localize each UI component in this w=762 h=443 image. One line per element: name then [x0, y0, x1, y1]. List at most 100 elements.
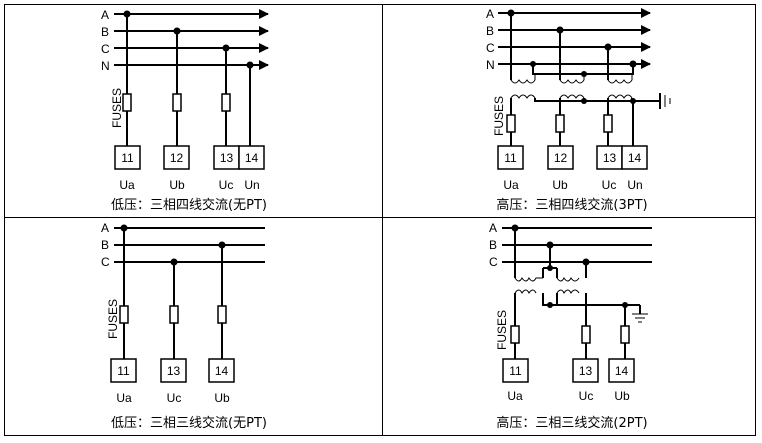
line-label-c: C — [101, 42, 110, 56]
panel-caption: 高压：三相三线交流(2PT) — [496, 415, 647, 431]
terminal-number: 12 — [554, 151, 568, 165]
terminal-box — [114, 145, 141, 170]
terminal-box — [208, 358, 235, 383]
fuse — [603, 114, 613, 133]
line-label-b: B — [486, 24, 494, 38]
pt-coil-primary — [559, 79, 585, 84]
terminal-box — [110, 358, 137, 383]
pt-coil-primary — [556, 277, 580, 282]
pt-coil-primary — [607, 79, 633, 84]
line-label-a: A — [101, 221, 109, 235]
output-label: Uc — [579, 389, 594, 403]
terminal-number: 14 — [215, 364, 229, 378]
fuse — [172, 93, 182, 112]
terminal-number: 13 — [603, 151, 617, 165]
secondary-common-wire — [534, 98, 660, 102]
fuse — [581, 325, 591, 344]
terminal-number: 13 — [167, 364, 181, 378]
pt-coil-secondary — [556, 289, 580, 294]
terminal-number: 14 — [628, 151, 642, 165]
pt-coil-primary — [514, 277, 543, 282]
pt-coil-secondary — [514, 289, 537, 294]
panel-caption: 高压：三相四线交流(3PT) — [496, 197, 647, 213]
pt-coil-primary — [510, 79, 536, 84]
output-label: Uc — [219, 178, 234, 192]
pt-coil-secondary — [510, 94, 536, 99]
terminal-number: 14 — [245, 151, 259, 165]
panel-low-voltage-3wire: A B C FUSES 11 13 14 Ua Uc Ub — [101, 221, 267, 431]
ground-icon — [625, 304, 648, 323]
output-label: Un — [627, 178, 642, 192]
terminal-box — [502, 358, 529, 383]
terminal-number: 12 — [170, 151, 184, 165]
line-label-b: B — [101, 25, 109, 39]
terminal-number: 13 — [220, 151, 234, 165]
line-label-c: C — [489, 255, 498, 269]
output-label: Ub — [614, 389, 630, 403]
ground-icon — [659, 93, 671, 109]
output-label: Ub — [169, 178, 185, 192]
junction-dot — [547, 265, 553, 271]
diagram-grid — [4, 4, 756, 436]
terminal-number: 11 — [121, 151, 134, 165]
output-label: Ub — [214, 391, 230, 405]
fuse — [506, 114, 516, 133]
fuse — [620, 325, 630, 344]
terminal-box — [608, 358, 635, 383]
terminal-box — [238, 145, 265, 170]
fuses-label: FUSES — [106, 299, 120, 339]
output-label: Uc — [167, 391, 182, 405]
terminal-box — [163, 145, 190, 170]
output-label: Un — [244, 178, 259, 192]
line-label-a: A — [489, 221, 497, 235]
line-label-n: N — [101, 59, 110, 73]
line-label-c: C — [486, 41, 495, 55]
fuses-label: FUSES — [110, 88, 124, 128]
terminal-number: 11 — [117, 364, 130, 378]
panel-high-voltage-3wire-2pt: A B C — [489, 221, 652, 431]
fuse — [119, 305, 129, 324]
panel-high-voltage-4wire-3pt: A B C N — [486, 7, 671, 213]
output-label: Ua — [503, 178, 519, 192]
line-label-b: B — [489, 238, 497, 252]
terminal-number: 11 — [504, 151, 517, 165]
terminal-number: 13 — [579, 364, 593, 378]
terminal-box — [497, 145, 524, 170]
pt-coil-secondary — [607, 94, 633, 99]
line-label-b: B — [101, 238, 109, 252]
terminal-box — [572, 358, 599, 383]
junction-dot — [547, 302, 553, 308]
output-label: Uc — [602, 178, 617, 192]
fuse — [221, 93, 231, 112]
line-label-n: N — [486, 58, 495, 72]
terminal-box — [547, 145, 574, 170]
secondary-common-wire — [542, 293, 625, 306]
line-label-a: A — [486, 7, 494, 21]
grid-divider-horizontal — [5, 217, 755, 218]
terminal-number: 11 — [509, 364, 522, 378]
output-label: Ua — [507, 389, 523, 403]
terminal-box — [621, 145, 648, 170]
grid-divider-vertical — [382, 5, 383, 435]
fuse — [510, 325, 520, 344]
pt-neutral-wire — [532, 64, 634, 75]
output-label: Ua — [116, 391, 132, 405]
line-label-a: A — [101, 8, 109, 22]
output-label: Ub — [552, 178, 568, 192]
pt-coil-secondary — [559, 94, 585, 99]
fuse — [217, 305, 227, 324]
fuse — [122, 93, 132, 112]
panel-caption: 低压：三相三线交流(无PT) — [111, 415, 267, 431]
panel-caption: 低压：三相四线交流(无PT) — [111, 197, 267, 213]
fuse — [169, 305, 179, 324]
fuse — [555, 114, 565, 133]
junction-dot — [581, 98, 587, 104]
terminal-box — [160, 358, 187, 383]
panel-low-voltage-4wire: A B C N FUSES 11 12 — [101, 8, 269, 213]
terminal-number: 14 — [615, 364, 629, 378]
fuses-label: FUSES — [492, 96, 506, 136]
line-label-c: C — [101, 255, 110, 269]
fuses-label: FUSES — [495, 310, 509, 350]
